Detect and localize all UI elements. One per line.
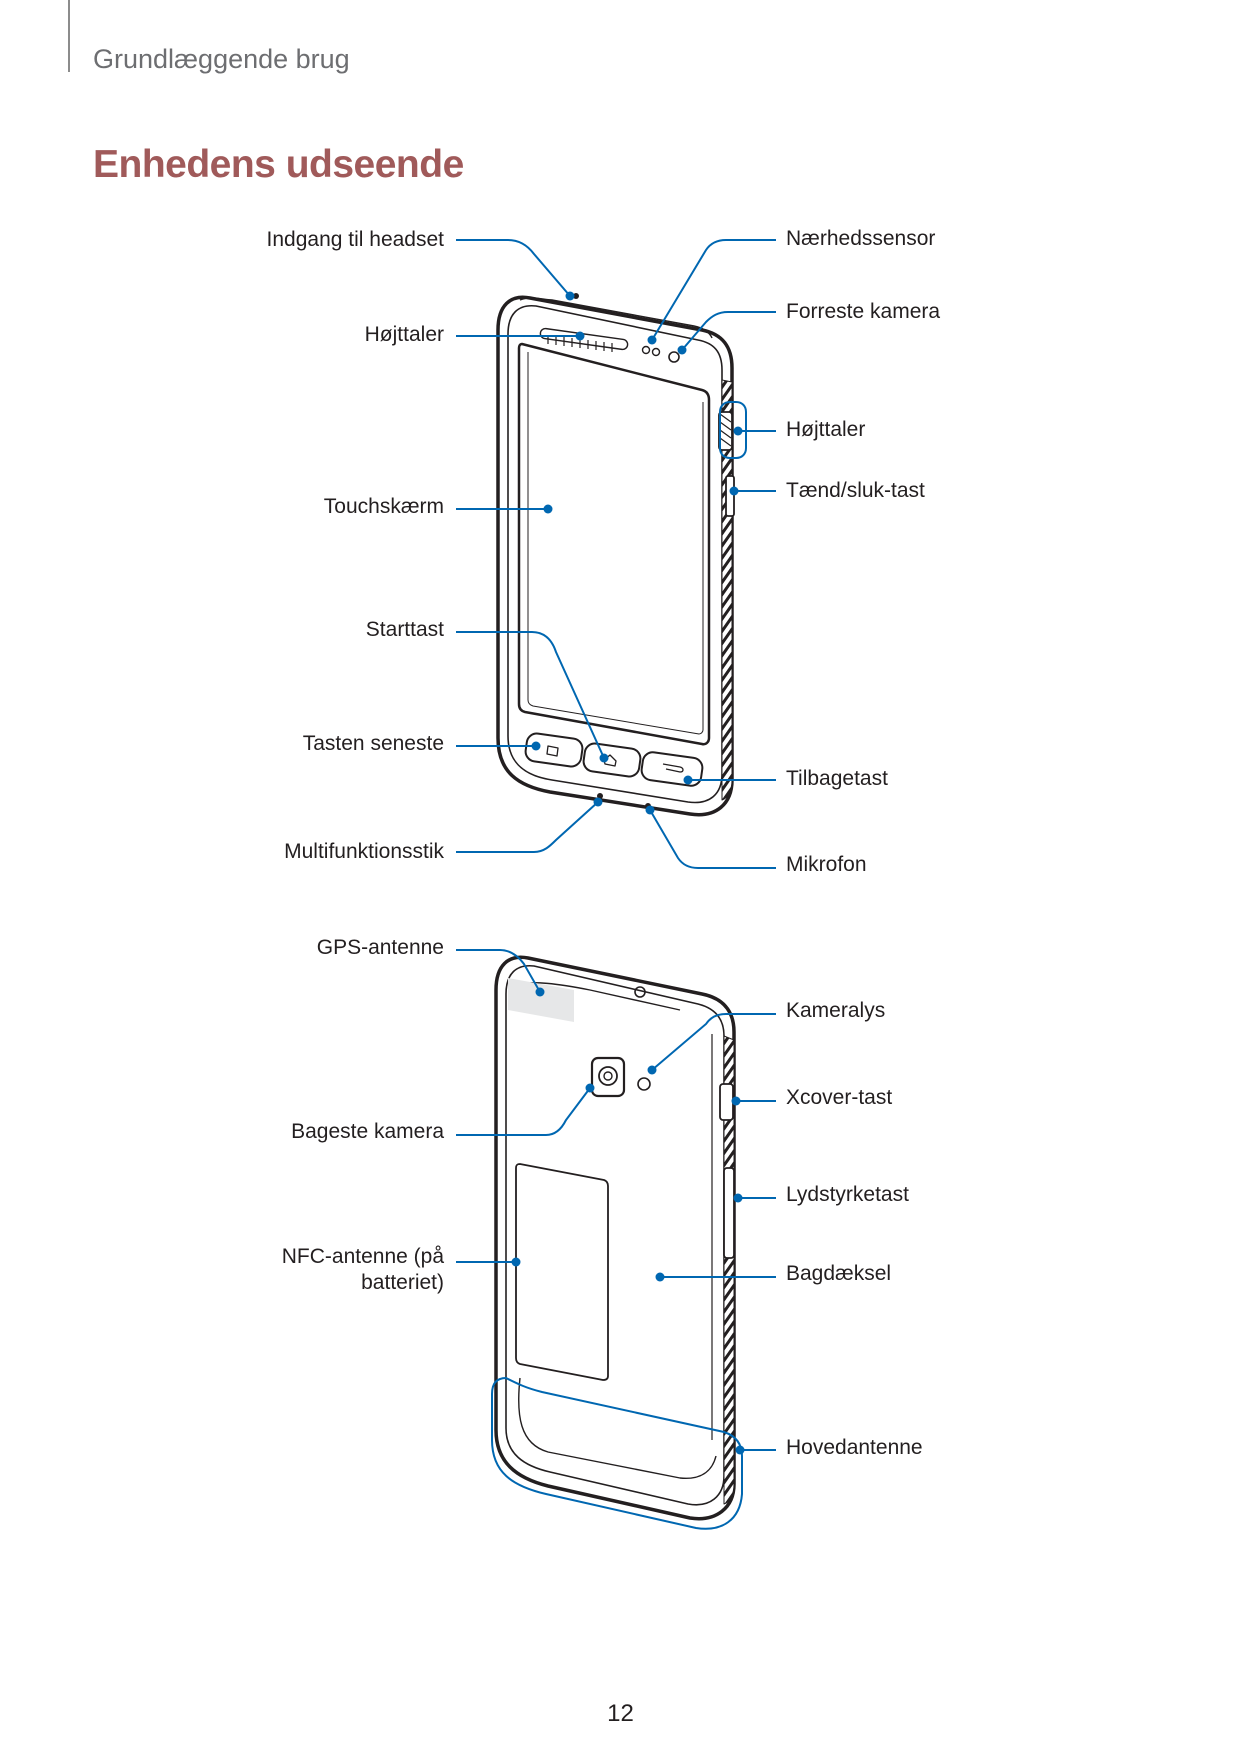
label-microphone: Mikrofon — [786, 853, 867, 876]
section-header: Grundlæggende brug — [93, 44, 350, 74]
label-gps-antenna: GPS-antenne — [316, 936, 444, 959]
page-title: Enhedens udseende — [93, 143, 464, 186]
label-multipurpose-jack: Multifunktionsstik — [284, 840, 444, 863]
front-device — [496, 293, 735, 817]
label-proximity-sensor: Nærhedssensor — [786, 227, 936, 250]
label-home-key: Starttast — [365, 618, 444, 641]
label-volume-key: Lydstyrketast — [786, 1183, 909, 1206]
label-back-cover: Bagdæksel — [786, 1262, 892, 1285]
label-power-key: Tænd/sluk-tast — [786, 479, 925, 502]
label-back-key: Tilbagetast — [786, 767, 888, 790]
label-side-speaker: Højttaler — [786, 418, 866, 441]
label-nfc-antenna-line1: NFC-antenne (på — [281, 1245, 444, 1268]
callout-dots — [511, 291, 745, 1455]
page-number: 12 — [607, 1700, 634, 1727]
label-nfc-antenna-line2: batteriet) — [361, 1271, 444, 1294]
margin-rule — [68, 0, 70, 72]
callouts — [456, 239, 776, 1530]
label-earpiece: Højttaler — [364, 323, 444, 346]
label-rear-camera: Bageste kamera — [291, 1120, 444, 1143]
label-touchscreen: Touchskærm — [323, 495, 444, 518]
label-main-antenna: Hovedantenne — [786, 1436, 923, 1459]
label-front-camera: Forreste kamera — [786, 300, 941, 323]
label-recent-key: Tasten seneste — [302, 732, 444, 755]
back-device — [494, 955, 736, 1521]
label-headset-jack: Indgang til headset — [266, 228, 444, 251]
label-xcover-key: Xcover-tast — [786, 1086, 893, 1109]
label-flash: Kameralys — [786, 999, 886, 1022]
